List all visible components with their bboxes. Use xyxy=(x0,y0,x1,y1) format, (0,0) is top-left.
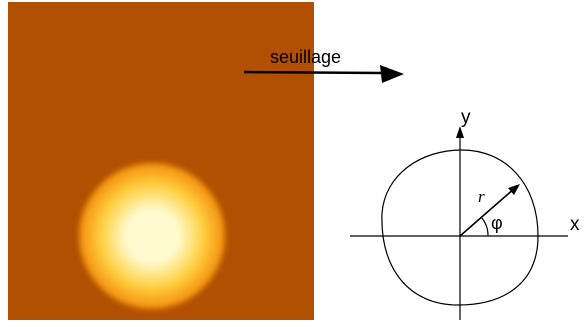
radius-label: r xyxy=(478,187,485,206)
arrow-shaft xyxy=(244,72,382,73)
polar-diagram: y x r φ xyxy=(350,107,580,320)
arrow-label: seuillage xyxy=(270,47,341,67)
x-axis-label: x xyxy=(570,214,580,235)
arrow-head xyxy=(380,65,404,83)
image-panel xyxy=(8,2,314,320)
angle-arc xyxy=(481,217,488,236)
y-axis-label: y xyxy=(461,107,471,128)
angle-label: φ xyxy=(491,213,503,233)
bright-blob xyxy=(79,163,225,309)
